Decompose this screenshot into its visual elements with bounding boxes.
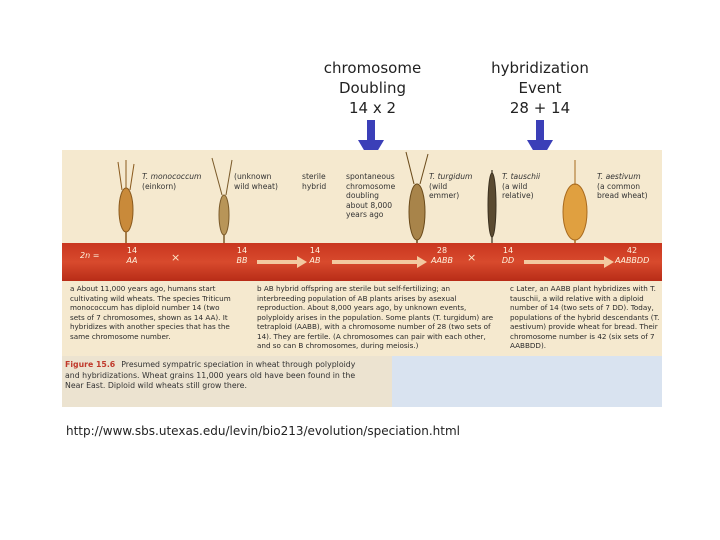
species-label-sterile-hybrid: sterile hybrid [302,172,327,191]
wheat-plant-tauschii [487,170,497,245]
chromosome-count: 14 DD [501,246,515,265]
wheat-plant-aestivum [562,160,588,245]
figure-caption-panel [392,356,662,407]
chromosome-count: 42 AABBDD [615,246,650,265]
wheat-plant-einkorn [117,160,135,245]
source-url: http://www.sbs.utexas.edu/levin/bio213/e… [66,424,461,438]
caption-b: b AB hybrid offspring are sterile but se… [257,284,494,350]
wheat-plant-wild [211,157,233,245]
label-line: 28 + 14 [509,99,571,117]
caption-c: c Later, an AABB plant hybridizes with T… [510,284,660,350]
species-label-turgidum: T. turgidum (wild emmer) [429,172,473,200]
chromosome-count: 14 BB [236,246,248,265]
cross-symbol: × [171,251,181,264]
label-line: Doubling [338,79,407,97]
species-label-tauschii: T. tauschii (a wild relative) [502,172,541,200]
label-line: 14 x 2 [348,99,397,117]
figure-number: Figure 15.6 [65,360,116,369]
right-arrow-icon [604,256,614,268]
hybridization-event-label: hybridization Event 28 + 14 [465,58,615,118]
label-line: Event [518,79,562,97]
label-line: chromosome [323,59,422,77]
species-label-doubling: spontaneous chromosome doubling about 8,… [346,172,396,219]
bar-arrows [257,256,614,268]
chromosome-count: 14 AA [126,246,138,265]
wheat-plant-turgidum [405,151,429,245]
caption-a: a About 11,000 years ago, humans start c… [70,284,231,341]
chromosome-doubling-label: chromosome Doubling 14 x 2 [300,58,445,118]
wheat-illustrations [117,151,588,245]
two-n-label: 2n = [80,251,100,260]
label-line: hybridization [491,59,589,77]
figure-caption-text: Presumed sympatric speciation in wheat t… [65,360,356,390]
species-label-aestivum: T. aestivum (a common bread wheat) [597,172,648,200]
wheat-speciation-figure: T. monococcum (einkorn) (unknown wild wh… [62,150,662,407]
chromosome-count: 28 AABB [431,246,453,265]
species-label-unknown: (unknown wild wheat) [234,172,278,191]
right-arrow-icon [297,256,307,268]
species-label-monococcum: T. monococcum (einkorn) [142,172,202,191]
chromosome-count: 14 AB [309,246,321,265]
cross-symbol: × [467,251,477,264]
right-arrow-icon [417,256,427,268]
